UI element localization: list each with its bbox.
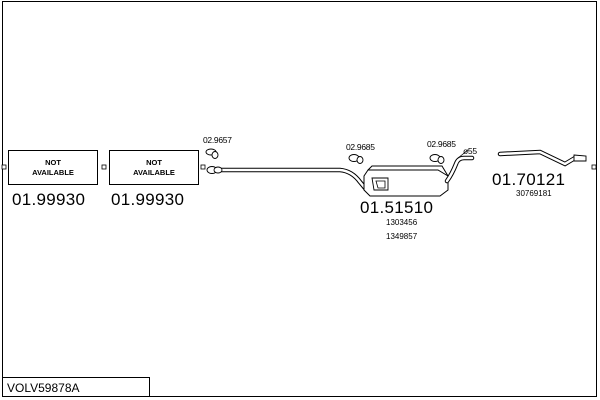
- clamp-label: 02.9685: [427, 139, 456, 149]
- oem-number: 1303456: [386, 218, 418, 227]
- clamp-label: 02.9657: [203, 135, 232, 145]
- middle-pipe: [217, 167, 368, 191]
- diameter-arrow: [457, 149, 469, 159]
- not-available-text: NOT AVAILABLE: [133, 157, 175, 177]
- clamp-icon: [205, 148, 223, 174]
- rear-pipe-tip: [573, 154, 587, 162]
- diameter-label: ø55: [463, 146, 477, 156]
- connector-dot: [1, 164, 7, 170]
- clamp-icon: [348, 154, 364, 164]
- center-silencer-shape: [363, 165, 449, 197]
- not-available-box: NOT AVAILABLE: [109, 150, 199, 185]
- connector-dot: [101, 164, 107, 170]
- rear-pipe: [498, 150, 577, 166]
- oem-number: 30769181: [516, 189, 552, 198]
- clamp-icon: [429, 154, 445, 164]
- part-number-rear-pipe: 01.70121: [492, 170, 566, 189]
- assembly-code: VOLV59878A: [7, 381, 80, 395]
- not-available-text: NOT AVAILABLE: [32, 157, 74, 177]
- part-number-front-pipe-2: 01.99930: [111, 190, 185, 209]
- silencer-outlet-pipe: [445, 156, 474, 183]
- connector-dot: [591, 164, 597, 170]
- not-available-box: NOT AVAILABLE: [8, 150, 98, 185]
- middle-pipe: [218, 168, 367, 190]
- oem-number: 1349857: [386, 232, 418, 241]
- connector-dot: [200, 164, 206, 170]
- assembly-code-box: VOLV59878A: [2, 377, 150, 397]
- part-number-center-silencer: 01.51510: [360, 198, 434, 217]
- part-number-front-pipe-1: 01.99930: [12, 190, 86, 209]
- clamp-label: 02.9685: [346, 142, 375, 152]
